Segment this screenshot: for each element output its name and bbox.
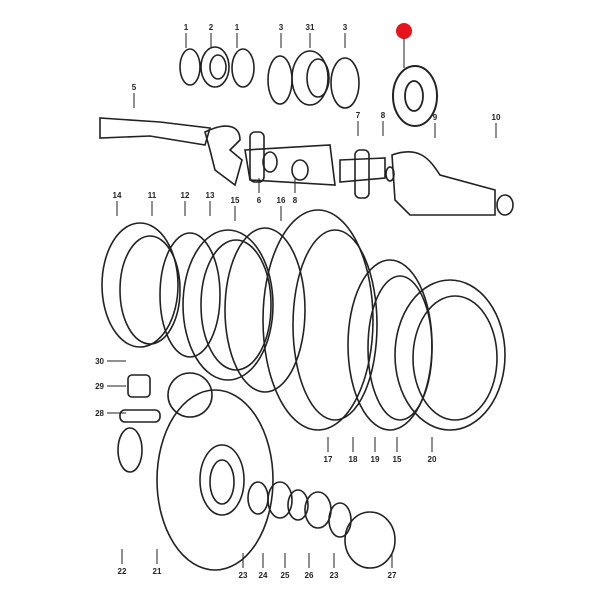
part-label-27: 27 xyxy=(388,571,397,580)
part-label-7: 7 xyxy=(356,111,361,120)
part-label-20: 20 xyxy=(428,455,437,464)
part-label-17: 17 xyxy=(324,455,333,464)
part-label-23a: 23 xyxy=(239,571,248,580)
part-label-14: 14 xyxy=(113,191,122,200)
part-label-19: 19 xyxy=(371,455,380,464)
part-label-15b: 15 xyxy=(393,455,402,464)
part-label-16: 16 xyxy=(277,196,286,205)
axle-shaft xyxy=(99,117,514,216)
planetary-carrier xyxy=(117,372,396,571)
part-label-26: 26 xyxy=(305,571,314,580)
part-label-22: 22 xyxy=(118,567,127,576)
part-label-11: 11 xyxy=(148,191,157,200)
highlight-marker xyxy=(396,23,412,68)
bearing-group-1 xyxy=(179,46,255,88)
part-label-21: 21 xyxy=(153,567,162,576)
part-label-6: 6 xyxy=(257,196,262,205)
part-label-5: 5 xyxy=(132,83,137,92)
part-label-8b: 8 xyxy=(293,196,298,205)
part-label-30: 30 xyxy=(95,357,104,366)
bearing-group-31 xyxy=(267,50,360,109)
part-label-1b: 1 xyxy=(235,23,240,32)
part-label-2: 2 xyxy=(209,23,214,32)
part-label-1a: 1 xyxy=(184,23,189,32)
part-label-3b: 3 xyxy=(343,23,348,32)
part-label-23b: 23 xyxy=(330,571,339,580)
part-label-31: 31 xyxy=(306,23,315,32)
part-label-15a: 15 xyxy=(231,196,240,205)
part-label-24: 24 xyxy=(259,571,268,580)
hub-rings xyxy=(101,209,506,431)
highlighted-seal-ring xyxy=(392,65,438,127)
part-label-10: 10 xyxy=(492,113,501,122)
part-label-25: 25 xyxy=(281,571,290,580)
part-label-9: 9 xyxy=(433,113,438,122)
part-label-3a: 3 xyxy=(279,23,284,32)
part-label-29: 29 xyxy=(95,382,104,391)
part-label-18: 18 xyxy=(349,455,358,464)
part-label-28: 28 xyxy=(95,409,104,418)
part-label-13: 13 xyxy=(206,191,215,200)
part-label-8a: 8 xyxy=(381,111,386,120)
part-label-12: 12 xyxy=(181,191,190,200)
